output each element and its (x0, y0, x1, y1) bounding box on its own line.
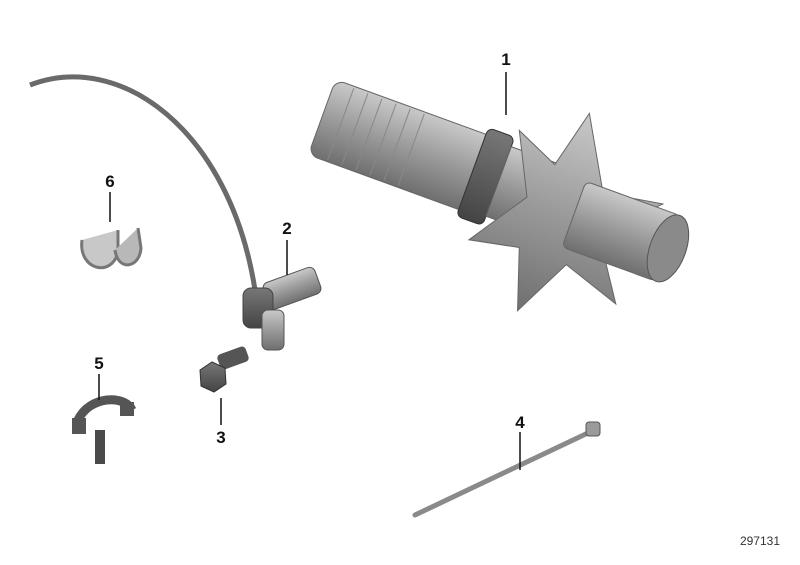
part-2-speed-sensor[interactable] (29, 74, 323, 351)
document-id: 297131 (739, 534, 780, 548)
part-6-double-cable-clip[interactable] (80, 192, 143, 270)
part-3-hex-bolt[interactable] (199, 345, 250, 425)
callout-4: 4 (515, 413, 525, 432)
callout-3: 3 (216, 428, 226, 447)
callout-2: 2 (282, 219, 292, 238)
callout-6: 6 (105, 172, 115, 191)
callout-5: 5 (94, 354, 104, 373)
part-4-cable-tie[interactable] (412, 421, 601, 518)
part-1-hub-shaft[interactable] (283, 28, 719, 358)
part-5-cable-clip[interactable] (72, 374, 137, 464)
callout-1: 1 (501, 50, 511, 69)
